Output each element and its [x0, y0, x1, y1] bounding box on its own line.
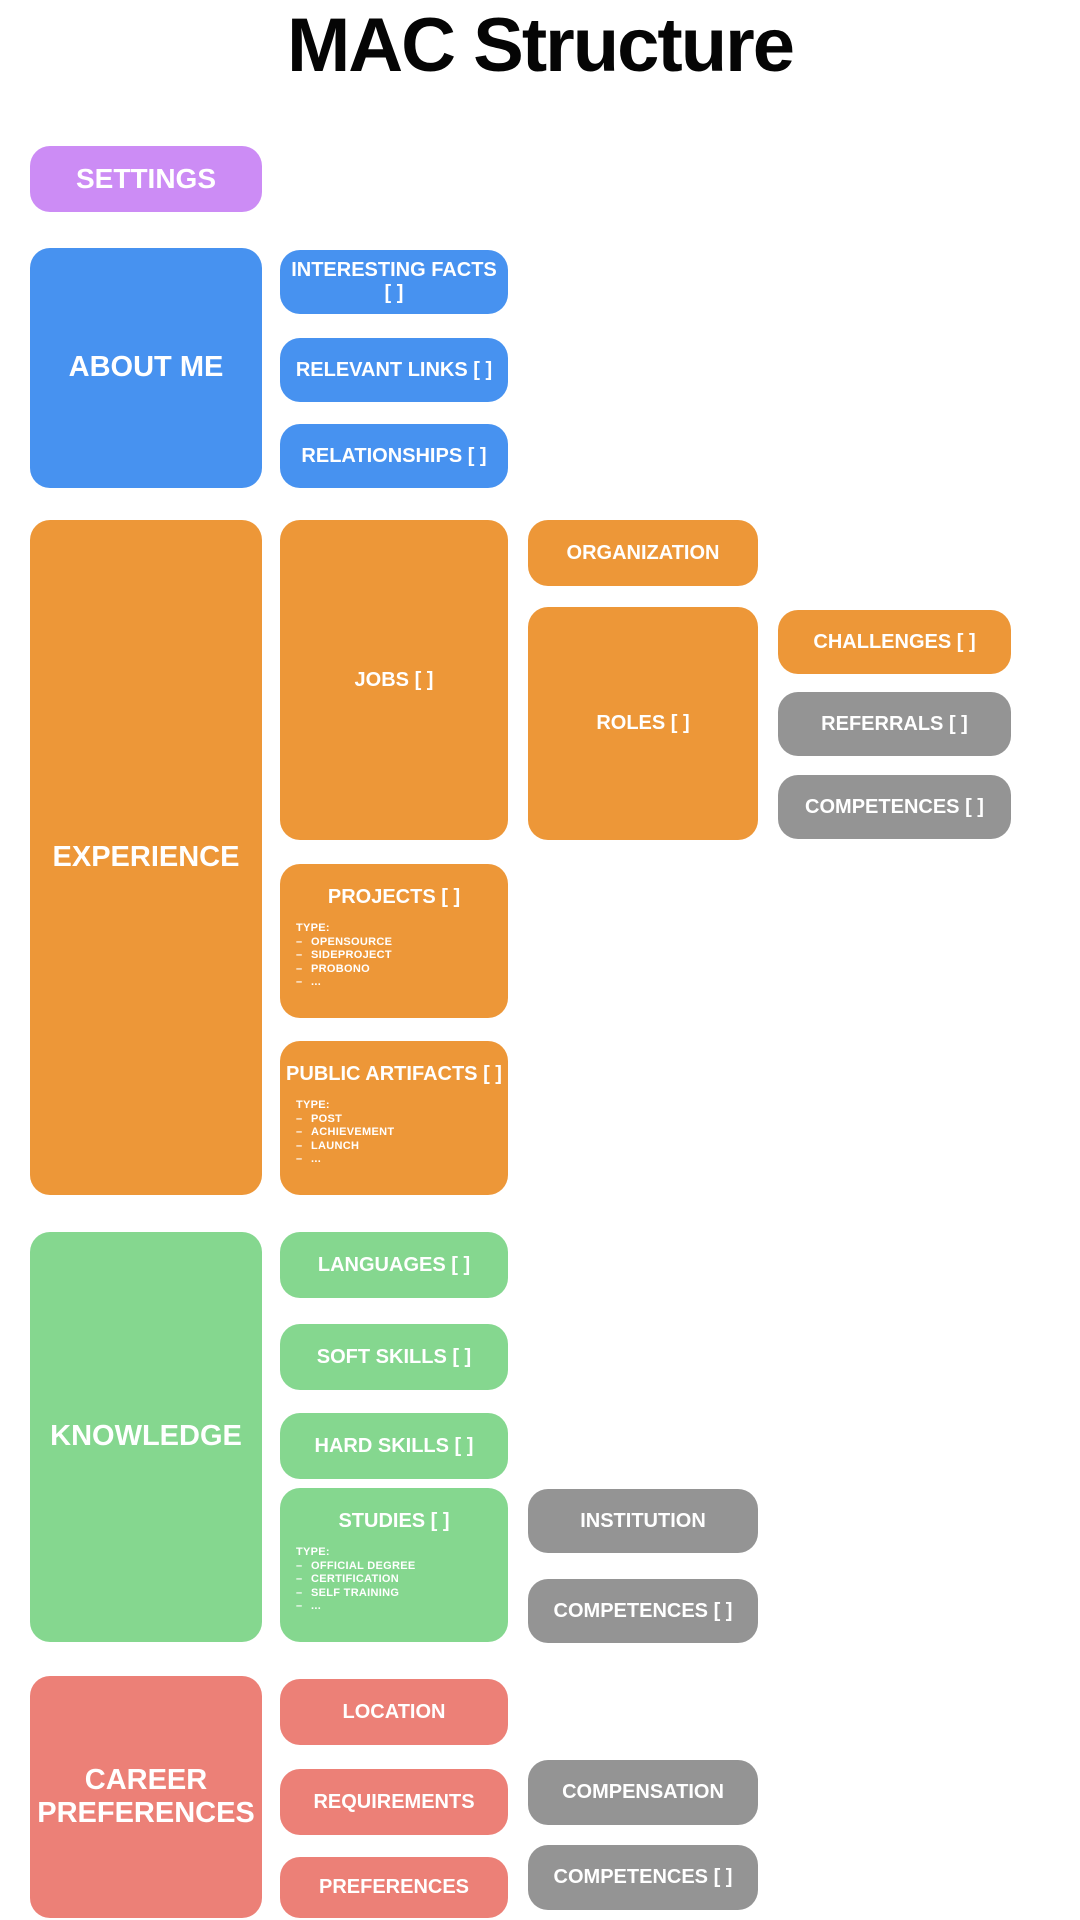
- type-list: TYPE: –OPENSOURCE –SIDEPROJECT –PROBONO …: [280, 909, 508, 990]
- node-settings: SETTINGS: [30, 146, 262, 212]
- node-jobs: JOBS [ ]: [280, 520, 508, 840]
- node-label: CAREER PREFERENCES: [37, 1763, 255, 1829]
- node-label: COMPETENCES [ ]: [553, 1866, 733, 1888]
- type-item: ...: [311, 1600, 322, 1612]
- type-item: ...: [311, 1153, 322, 1165]
- node-label: INSTITUTION: [580, 1509, 706, 1532]
- node-label: COMPETENCES [ ]: [805, 795, 984, 818]
- node-experience: EXPERIENCE: [30, 520, 262, 1195]
- node-label: REQUIREMENTS: [313, 1790, 475, 1813]
- node-public-artifacts: PUBLIC ARTIFACTS [ ] TYPE: –POST –ACHIEV…: [280, 1041, 508, 1195]
- node-label: REFERRALS [ ]: [821, 712, 968, 735]
- node-interesting-facts: INTERESTING FACTS [ ]: [280, 250, 508, 314]
- node-competences-preferences: COMPETENCES [ ]: [528, 1845, 758, 1910]
- node-label: RELATIONSHIPS [ ]: [301, 444, 487, 467]
- node-compensation: COMPENSATION: [528, 1760, 758, 1825]
- node-label: ROLES [ ]: [596, 712, 690, 734]
- node-label: PREFERENCES: [318, 1876, 470, 1898]
- node-referrals: REFERRALS [ ]: [778, 692, 1011, 756]
- node-location: LOCATION: [280, 1679, 508, 1745]
- node-label: RELEVANT LINKS [ ]: [295, 358, 493, 381]
- node-label: HARD SKILLS [ ]: [314, 1434, 474, 1457]
- bullet: –: [296, 935, 303, 948]
- type-item: POST: [311, 1112, 343, 1125]
- bullet: –: [296, 1559, 303, 1572]
- node-label: SOFT SKILLS [ ]: [316, 1345, 472, 1368]
- type-item: ACHIEVEMENT: [311, 1126, 395, 1138]
- type-item: ...: [311, 976, 322, 988]
- type-item: CERTIFICATION: [311, 1573, 400, 1585]
- bullet: –: [296, 1126, 303, 1138]
- type-label: TYPE:: [296, 1099, 330, 1111]
- bullet: –: [296, 1139, 303, 1152]
- bullet: –: [296, 1112, 303, 1125]
- node-soft-skills: SOFT SKILLS [ ]: [280, 1324, 508, 1390]
- type-item: LAUNCH: [311, 1139, 360, 1152]
- node-label: ABOUT ME: [68, 351, 224, 384]
- node-label: COMPETENCES [ ]: [553, 1599, 733, 1622]
- type-list: TYPE: –OFFICIAL DEGREE –CERTIFICATION –S…: [280, 1533, 508, 1614]
- node-institution: INSTITUTION: [528, 1489, 758, 1553]
- node-label: LOCATION: [342, 1700, 446, 1723]
- type-item: OFFICIAL DEGREE: [311, 1559, 416, 1572]
- bullet: –: [296, 976, 303, 988]
- node-competences-studies: COMPETENCES [ ]: [528, 1579, 758, 1643]
- node-career-preferences: CAREER PREFERENCES: [30, 1676, 262, 1918]
- node-languages: LANGUAGES [ ]: [280, 1232, 508, 1298]
- type-label: TYPE:: [296, 922, 330, 934]
- node-label: SETTINGS: [75, 163, 216, 194]
- node-studies: STUDIES [ ] TYPE: –OFFICIAL DEGREE –CERT…: [280, 1488, 508, 1642]
- node-preferences: PREFERENCES: [280, 1857, 508, 1918]
- bullet: –: [296, 962, 303, 975]
- node-label: JOBS [ ]: [354, 668, 434, 691]
- type-list: TYPE: –POST –ACHIEVEMENT –LAUNCH –...: [280, 1086, 508, 1167]
- node-label: INTERESTING FACTS [ ]: [291, 259, 497, 304]
- type-label: TYPE:: [296, 1546, 330, 1558]
- node-label: PUBLIC ARTIFACTS [ ]: [286, 1063, 502, 1085]
- node-label: STUDIES [ ]: [338, 1510, 450, 1532]
- bullet: –: [296, 1573, 303, 1585]
- bullet: –: [296, 949, 303, 961]
- bullet: –: [296, 1600, 303, 1612]
- node-challenges: CHALLENGES [ ]: [778, 610, 1011, 674]
- node-organization: ORGANIZATION: [528, 520, 758, 586]
- type-item: SELF TRAINING: [311, 1586, 400, 1599]
- bullet: –: [296, 1586, 303, 1599]
- node-projects: PROJECTS [ ] TYPE: –OPENSOURCE –SIDEPROJ…: [280, 864, 508, 1018]
- node-hard-skills: HARD SKILLS [ ]: [280, 1413, 508, 1479]
- type-item: SIDEPROJECT: [311, 949, 392, 961]
- node-label: COMPENSATION: [562, 1781, 724, 1803]
- node-label: PROJECTS [ ]: [327, 886, 461, 908]
- type-item: PROBONO: [311, 962, 370, 975]
- type-item: OPENSOURCE: [311, 935, 393, 948]
- node-roles: ROLES [ ]: [528, 607, 758, 840]
- node-about-me: ABOUT ME: [30, 248, 262, 488]
- node-relevant-links: RELEVANT LINKS [ ]: [280, 338, 508, 402]
- node-label: ORGANIZATION: [566, 541, 720, 564]
- node-label: LANGUAGES [ ]: [317, 1253, 471, 1276]
- node-label: EXPERIENCE: [52, 840, 240, 873]
- node-label: KNOWLEDGE: [50, 1420, 242, 1453]
- node-competences-roles: COMPETENCES [ ]: [778, 775, 1011, 839]
- node-knowledge: KNOWLEDGE: [30, 1232, 262, 1642]
- node-requirements: REQUIREMENTS: [280, 1769, 508, 1835]
- node-label: CHALLENGES [ ]: [813, 630, 976, 653]
- diagram-title: MAC Structure: [286, 3, 795, 88]
- bullet: –: [296, 1153, 303, 1165]
- node-relationships: RELATIONSHIPS [ ]: [280, 424, 508, 488]
